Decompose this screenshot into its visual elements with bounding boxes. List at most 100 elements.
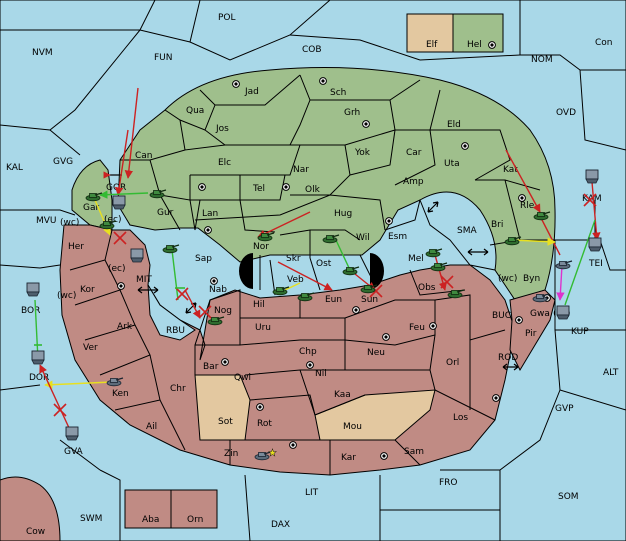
label-Sam: Sam [404,447,424,457]
label-Sap: Sap [195,254,212,264]
label-GVG: GVG [53,157,73,167]
label-Byn: Byn [523,274,540,284]
region-Orn[interactable] [170,489,218,529]
supply-center-icon [492,394,500,402]
label-POL: POL [218,13,236,23]
label-Hil: Hil [253,300,265,310]
fleet-icon [65,426,79,441]
label-Her: Her [68,242,84,252]
label-GVA: GVA [64,447,84,457]
label-Zin: Zin [224,449,238,459]
label-Obs: Obs [418,283,436,293]
label-Nar: Nar [293,165,309,175]
supply-center-icon [210,277,218,285]
label-NVM: NVM [32,48,53,58]
supply-center-icon [232,80,240,88]
green-continent [117,67,556,301]
supply-center-icon [461,142,469,150]
label-Feu: Feu [409,323,425,333]
label-Lan: Lan [202,209,218,219]
label-Esm: Esm [388,232,407,242]
label-DOR: DOR [29,373,49,383]
sea-SMA[interactable] [419,191,497,271]
label-Yok: Yok [354,148,371,158]
label-Qwi: Qwi [234,373,251,383]
label-Jad: Jad [244,87,259,97]
label-Sch: Sch [330,88,346,98]
label-Nor: Nor [253,242,269,252]
label-wc3: (wc) [57,291,76,301]
label-Gur: Gur [157,208,174,218]
label-ec2: (ec) [108,264,126,274]
supply-center-icon [515,316,523,324]
label-ec1: (ec) [104,215,122,225]
label-Hel: Hel [467,40,482,50]
supply-center-icon [256,403,264,411]
label-COB: COB [302,45,322,55]
label-Rot: Rot [257,419,272,429]
label-Elf: Elf [426,40,438,50]
label-Jos: Jos [215,124,229,134]
label-Ail: Ail [146,422,157,432]
label-Con: Con [595,38,613,48]
supply-center-icon [319,77,327,85]
label-Ost: Ost [316,259,332,269]
label-SMA: SMA [457,226,477,236]
label-Nab: Nab [209,285,227,295]
supply-center-icon [382,333,390,341]
supply-center-icon [117,282,125,290]
label-Skr: Skr [286,254,301,264]
label-Orn: Orn [187,515,203,525]
region-Elf[interactable] [406,13,454,53]
label-Sot: Sot [218,417,233,427]
label-MVU: MVU [36,216,57,226]
supply-center-icon [380,452,388,460]
gate-west [239,253,253,289]
adjacency-arrows [103,171,519,371]
fleet-icon [31,350,45,365]
failed-order-markers [34,193,597,417]
fleet-icon [588,237,602,252]
label-Amp: Amp [403,177,424,187]
fleet-icon [585,169,599,184]
label-Nil: Nil [315,369,327,379]
label-Kar: Kar [341,453,356,463]
label-Pir: Pir [525,329,537,339]
label-MIT: MIT [136,275,152,285]
label-wc2: (wc) [498,274,517,284]
label-NOM: NOM [531,55,553,65]
label-Car: Car [406,148,422,158]
label-BOR: BOR [21,306,40,316]
region-Cow[interactable] [0,476,61,541]
sea-RBU[interactable] [147,284,196,341]
label-Gar: Gar [83,203,99,213]
label-Sun: Sun [361,295,378,305]
label-Eun: Eun [325,295,342,305]
region-labels: POL FUN NVM COB NOM Con OVD KAL GVG MVU … [6,13,619,537]
label-Orl: Orl [446,358,459,368]
units: ★ [26,169,602,461]
region-Aba[interactable] [124,489,172,529]
label-Mou: Mou [343,422,362,432]
label-Tel: Tel [252,184,265,194]
supply-center-icon [198,183,206,191]
fleet-icon [130,248,144,263]
supply-center-icon [385,217,393,225]
fleet-icon [26,282,40,297]
label-Wil: Wil [356,233,370,243]
supply-center-icon [306,361,314,369]
supply-center-icon [518,194,526,202]
region-Pir-peninsula [509,289,556,372]
label-Cow: Cow [26,527,45,537]
region-Sot[interactable] [194,374,251,441]
label-Rle: Rle [520,201,535,211]
star-icon: ★ [268,448,277,459]
move-orders [34,87,601,431]
label-Elc: Elc [218,158,231,168]
label-OVD: OVD [556,108,576,118]
label-Ken: Ken [112,389,129,399]
label-SOM: SOM [558,492,579,502]
label-ALT: ALT [603,368,619,378]
supply-center-icon [429,322,437,330]
